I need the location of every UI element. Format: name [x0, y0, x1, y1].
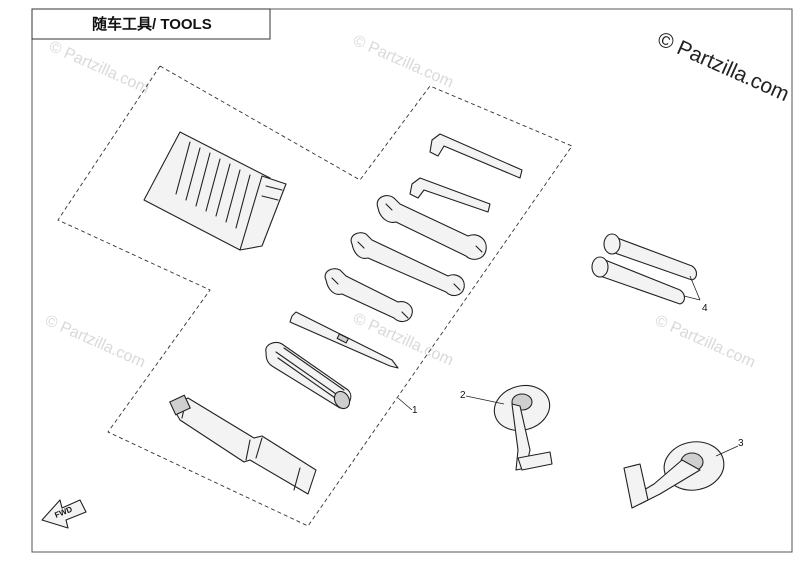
- part-2-assembly: [493, 384, 553, 471]
- part-4-pins: [591, 233, 698, 305]
- callout-2: 2: [460, 390, 505, 405]
- forward-direction-arrow: FWD: [41, 499, 87, 529]
- svg-text:© Partzilla.com: © Partzilla.com: [652, 312, 757, 371]
- callout-4: 4: [683, 275, 708, 314]
- svg-text:© Partzilla.com: © Partzilla.com: [350, 32, 455, 91]
- svg-text:2: 2: [460, 390, 466, 401]
- tool-roll-bag: [143, 131, 287, 251]
- title-box: 随车工具/ TOOLS: [31, 8, 271, 40]
- screwdriver-handle: [265, 341, 352, 410]
- svg-text:1: 1: [412, 405, 418, 416]
- screwdriver-shaft: [289, 311, 399, 369]
- callout-1: 1: [397, 397, 418, 416]
- hex-key-large: [429, 133, 523, 179]
- wrench-medium: [350, 232, 465, 297]
- wrench-large: [376, 195, 487, 260]
- page-title: 随车工具/ TOOLS: [92, 15, 212, 33]
- socket-wrench: [169, 394, 317, 495]
- tool-kit-outline: [57, 65, 573, 527]
- part-3-assembly: [623, 441, 725, 509]
- callout-3: 3: [715, 438, 744, 457]
- watermark-main: © Partzilla.com: [654, 28, 793, 107]
- page-border: [31, 8, 793, 553]
- svg-text:© Partzilla.com: © Partzilla.com: [46, 38, 151, 97]
- wrench-small: [324, 268, 413, 323]
- svg-text:© Partzilla.com: © Partzilla.com: [42, 312, 147, 371]
- svg-text:3: 3: [738, 438, 744, 449]
- svg-text:4: 4: [702, 303, 708, 314]
- hex-key-small: [409, 177, 491, 213]
